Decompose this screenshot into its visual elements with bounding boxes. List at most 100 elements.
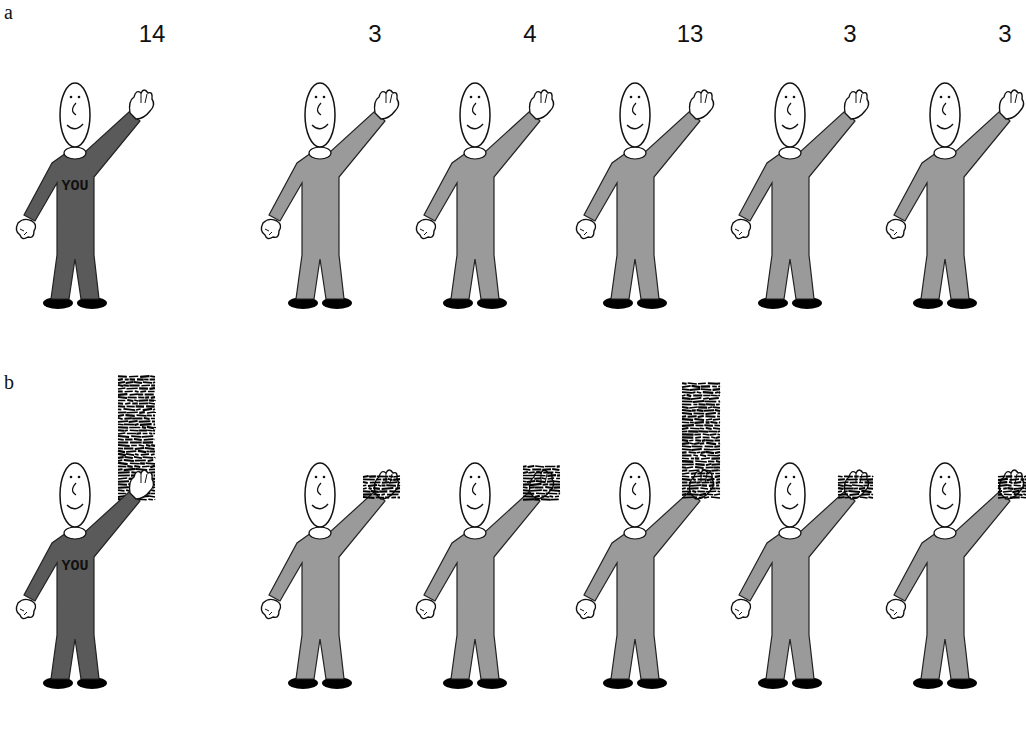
scribble-stroke xyxy=(707,455,717,457)
scribble-stroke xyxy=(838,478,845,480)
scribble-stroke xyxy=(527,481,535,482)
scribble-stroke xyxy=(854,475,858,477)
scribble-stroke xyxy=(140,390,146,393)
scribble-stroke xyxy=(149,468,155,470)
scribble-stroke xyxy=(118,393,127,396)
scribble-stroke xyxy=(690,428,699,430)
scribble-stroke xyxy=(703,436,710,438)
scribble-stroke xyxy=(688,415,697,417)
scribble-stroke xyxy=(693,454,698,457)
scribble-stroke xyxy=(711,457,720,459)
scribble-stroke xyxy=(715,410,720,411)
scribble-stroke xyxy=(139,429,147,431)
scribble-stroke xyxy=(1003,491,1012,492)
scribble-stroke xyxy=(154,427,156,428)
scribble-stroke xyxy=(124,447,133,449)
scribble-stroke xyxy=(718,412,720,414)
scribble-stroke xyxy=(559,492,560,495)
scribble-stroke xyxy=(395,487,400,490)
scribble-stroke xyxy=(715,391,718,393)
scribble-stroke xyxy=(547,474,556,477)
scribble-stroke xyxy=(552,469,559,470)
scribble-stroke xyxy=(135,460,146,462)
person-figure xyxy=(16,83,153,309)
person-figure xyxy=(731,463,868,689)
scribble-stroke xyxy=(712,385,717,387)
scribble-stroke xyxy=(150,466,155,467)
scribble-stroke xyxy=(131,445,137,447)
scribble-stroke xyxy=(389,490,400,492)
scribble-stroke xyxy=(687,493,699,496)
person-figure xyxy=(416,83,553,309)
scribble-stroke xyxy=(704,496,709,499)
scribble-stroke xyxy=(695,460,707,463)
scribble-stroke xyxy=(708,460,714,462)
scribble-stroke xyxy=(682,466,686,469)
scribble-stroke xyxy=(389,475,393,477)
scribble-stroke xyxy=(118,459,122,461)
scribble-stroke xyxy=(712,463,720,466)
scribble-stroke xyxy=(393,478,400,481)
figure-outline xyxy=(10,75,170,315)
scribble-stroke xyxy=(998,476,1005,478)
scribble-stroke xyxy=(716,436,720,439)
scribble-stroke xyxy=(705,412,715,415)
scribble-stroke xyxy=(118,438,124,441)
scribble-stroke xyxy=(142,465,149,467)
scribble-stroke xyxy=(140,375,149,378)
scribble-stroke xyxy=(148,391,155,393)
scribble-stroke xyxy=(682,386,691,387)
scribble-stroke xyxy=(143,433,148,435)
scribble-stroke xyxy=(697,473,705,475)
panel-letter: a xyxy=(4,2,13,22)
scribble-stroke xyxy=(118,483,127,486)
scribble-stroke xyxy=(709,484,714,487)
scribble-stroke xyxy=(699,496,703,498)
scribble-stroke xyxy=(134,465,140,468)
scribble-stroke xyxy=(682,478,691,481)
scribble-stroke xyxy=(1021,478,1025,480)
scribble-stroke xyxy=(716,460,720,463)
scribble-stroke xyxy=(702,439,705,442)
scribble-stroke xyxy=(682,451,687,454)
scribble-stroke xyxy=(381,493,384,495)
scribble-stroke xyxy=(143,381,152,383)
scribble-stroke xyxy=(126,381,134,384)
scribble-stroke xyxy=(154,498,156,500)
scribble-stroke xyxy=(689,469,700,471)
scribble-stroke xyxy=(688,382,697,385)
scribble-stroke xyxy=(682,472,689,475)
scribble-stroke xyxy=(682,439,688,442)
scribble-stroke xyxy=(363,484,366,486)
scribble-stroke xyxy=(130,393,138,396)
scribble-stroke xyxy=(144,378,148,380)
scribble-stroke xyxy=(682,442,689,445)
scribble-stroke xyxy=(388,479,393,480)
scribble-stroke xyxy=(393,475,400,478)
scribble-stroke xyxy=(536,481,545,482)
scribble-stroke xyxy=(363,481,368,484)
scribble-stroke xyxy=(848,491,860,492)
scribble-stroke xyxy=(686,466,693,469)
scribble-stroke xyxy=(377,475,389,477)
scribble-stroke xyxy=(688,430,698,433)
scribble-stroke xyxy=(718,395,720,397)
scribble-stroke xyxy=(696,481,700,484)
scribble-stroke xyxy=(1025,478,1026,480)
scribble-stroke xyxy=(118,448,123,450)
person-figure xyxy=(886,463,1023,689)
scribble-stroke xyxy=(693,395,702,397)
scribble-stroke xyxy=(861,491,871,492)
scribble-stroke xyxy=(118,405,125,407)
scribble-stroke xyxy=(708,493,714,495)
scribble-stroke xyxy=(398,496,400,498)
scribble-stroke xyxy=(545,466,555,468)
scribble-stroke xyxy=(124,469,136,470)
shirt-label: YOU xyxy=(50,559,100,574)
scribble-stroke xyxy=(363,490,371,493)
scribble-stroke xyxy=(847,478,858,480)
scribble-stroke xyxy=(549,490,560,491)
scribble-stroke xyxy=(143,441,153,443)
scribble-stroke xyxy=(1014,487,1025,490)
